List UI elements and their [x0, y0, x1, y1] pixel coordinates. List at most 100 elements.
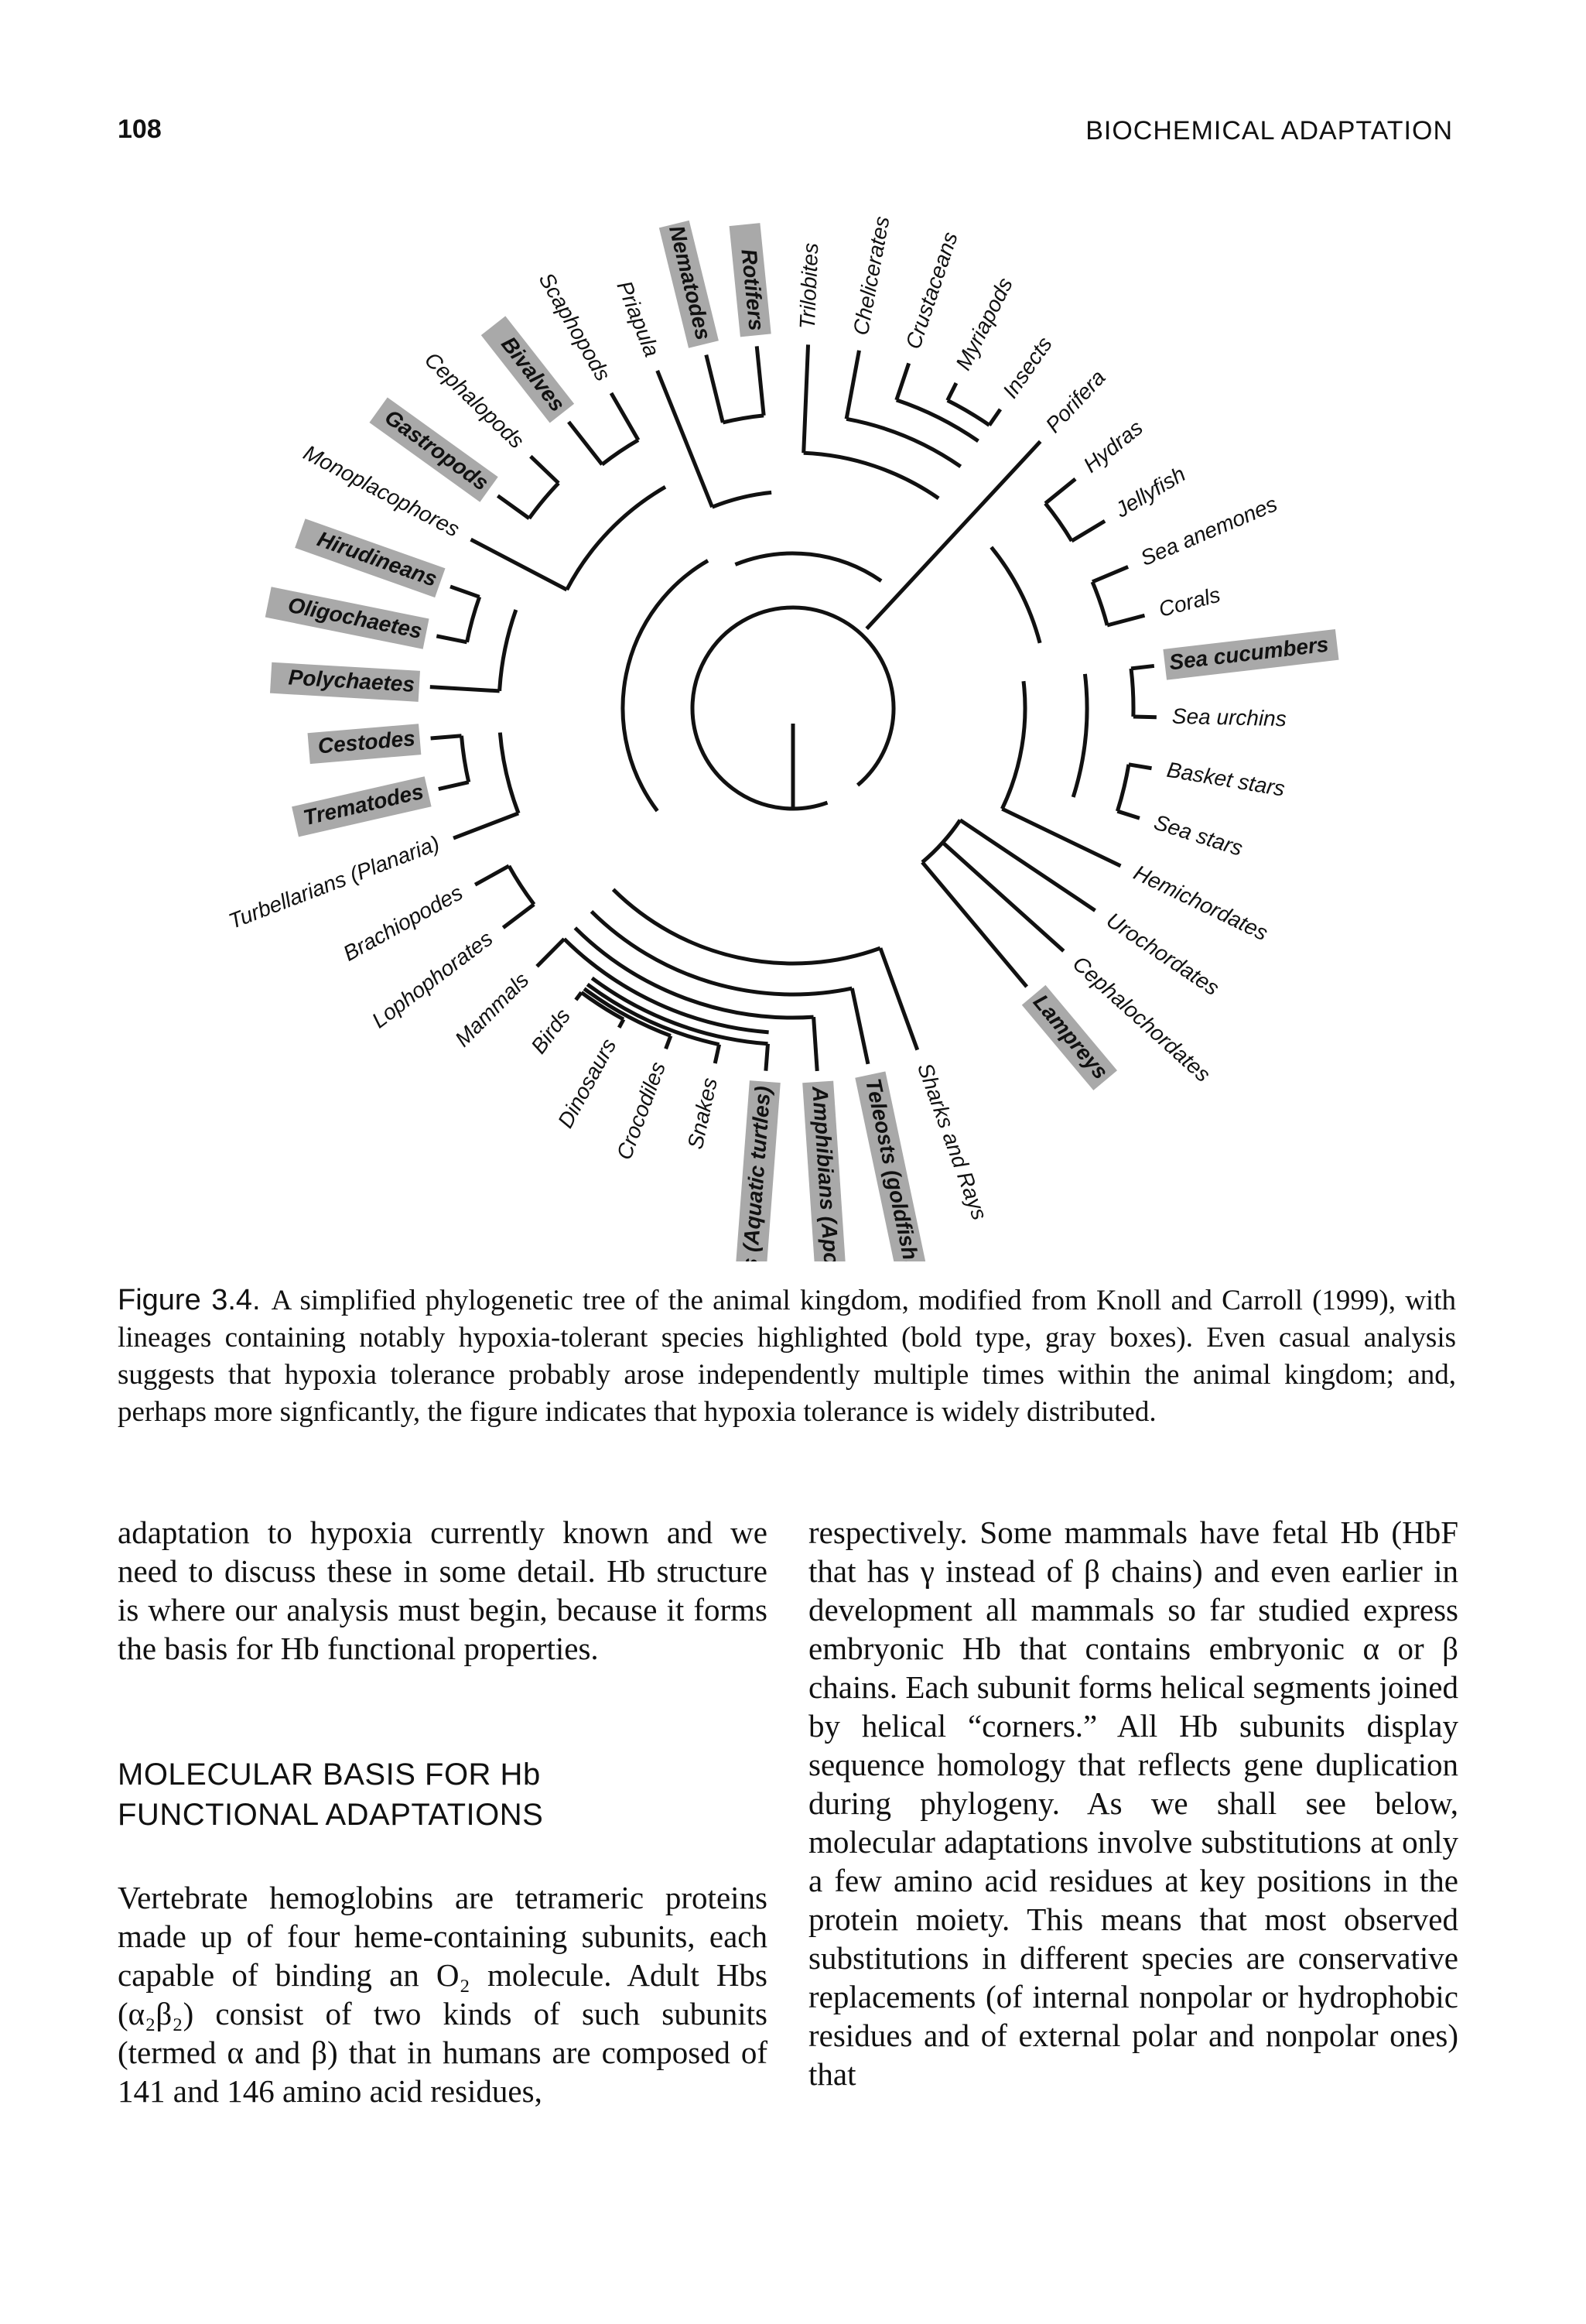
clade-arc: [586, 982, 720, 1047]
tip-branch: [617, 1018, 626, 1029]
tip-branch: [453, 811, 520, 840]
taxon-label-group: Priapula: [612, 277, 664, 360]
tip-branch: [941, 840, 1065, 953]
clade-arc: [803, 450, 940, 500]
clade-arc: [565, 485, 667, 591]
clade-arc: [497, 732, 521, 814]
taxon-label-group: Myriapods: [951, 274, 1017, 374]
taxon-label: Crustaceans: [901, 229, 962, 352]
tip-branch: [704, 354, 725, 423]
section-heading-line-1: MOLECULAR BASIS FOR Hb: [118, 1758, 541, 1792]
taxon-label-highlighted: Nematodes: [665, 223, 716, 342]
figure-caption: Figure 3.4.A simplified phylogenetic tre…: [118, 1282, 1456, 1431]
highlight-box: [725, 1080, 781, 1261]
tip-branch: [430, 734, 462, 741]
highlight-box: [855, 1071, 952, 1261]
clade-arc: [590, 909, 853, 997]
taxon-label-group: Insects: [998, 333, 1057, 403]
tip-branch: [878, 947, 920, 1051]
tip-branch: [1001, 806, 1122, 868]
taxon-label-group: Amphibians (Apoda): [802, 1080, 849, 1261]
taxon-label-group: Hirudineans: [295, 519, 446, 598]
clade-arc: [497, 609, 518, 692]
tip-branch: [535, 937, 566, 968]
taxon-label-group: Sharks and Rays: [913, 1059, 992, 1223]
highlight-box: [265, 587, 429, 649]
clade-arc: [1044, 501, 1074, 542]
clade-arc: [583, 987, 672, 1038]
clade-arc: [562, 937, 769, 1035]
taxon-label-group: Nematodes: [658, 220, 719, 348]
clade-arc: [580, 991, 625, 1022]
taxon-label: Priapula: [612, 277, 664, 360]
clade-arc: [573, 926, 814, 1020]
section-heading-line-2: FUNCTIONAL ADAPTATIONS: [118, 1798, 544, 1832]
taxon-label-group: Sea stars: [1151, 810, 1246, 861]
taxon-label: Sea urchins: [1172, 704, 1287, 731]
taxon-label: Sea stars: [1151, 810, 1246, 861]
tip-branch: [802, 344, 811, 454]
tip-branch: [429, 685, 500, 693]
highlight-box: [269, 662, 420, 702]
taxon-label-group: Turtles (Aquatic turtles): [725, 1080, 781, 1261]
taxon-label-group: Basket stars: [1165, 758, 1287, 801]
clade-arc: [459, 735, 471, 783]
taxon-label-group: Birds: [526, 1005, 575, 1059]
taxon-label: Sea anemones: [1137, 491, 1281, 570]
taxon-label: Birds: [526, 1005, 575, 1059]
tip-branch: [754, 346, 766, 416]
taxon-label-highlighted: Teleosts (goldfish, carp): [861, 1076, 936, 1261]
taxon-label-group: Polychaetes: [269, 662, 420, 702]
tip-branch: [1130, 663, 1155, 671]
taxon-label-highlighted: Lampreys: [1029, 990, 1113, 1083]
taxon-label-group: Sea cucumbers: [1163, 628, 1339, 680]
tip-branch: [894, 362, 911, 401]
highlight-box: [369, 397, 498, 502]
taxon-label-group: Jellyfish: [1110, 462, 1189, 522]
left-paragraph-2: Vertebrate hemoglobins are tetrameric pr…: [118, 1880, 767, 2109]
highlight-box: [729, 223, 771, 337]
taxon-label-group: Hydras: [1078, 416, 1147, 477]
taxon-label-group: Crocodiles: [612, 1059, 670, 1163]
taxon-label: Crocodiles: [612, 1059, 670, 1163]
clade-arc: [1071, 673, 1089, 798]
clade-arc: [690, 605, 896, 811]
clade-arc: [611, 888, 881, 966]
tip-branch: [1070, 519, 1106, 543]
taxon-label-group: Trilobites: [795, 242, 823, 330]
page-number: 108: [118, 115, 162, 144]
tip-branch: [1092, 565, 1130, 584]
left-column: adaptation to hypoxia currently known an…: [118, 1513, 767, 2110]
clade-arc: [600, 438, 640, 467]
clade-arc: [527, 481, 560, 520]
tip-branch: [470, 537, 568, 592]
tip-branch: [921, 861, 1029, 988]
taxon-label: Chelicerates: [849, 214, 894, 337]
tip-branch: [1116, 809, 1140, 820]
tip-branch: [812, 1016, 819, 1072]
taxon-label: Sharks and Rays: [913, 1059, 992, 1223]
taxon-label-group: Dinosaurs: [553, 1035, 621, 1132]
tip-branch: [1106, 613, 1146, 628]
clade-arc: [465, 596, 482, 643]
taxon-label-group: Oligochaetes: [265, 587, 429, 649]
clade-arc: [946, 399, 991, 427]
tip-branch: [473, 864, 511, 887]
clade-arc: [895, 398, 979, 443]
left-paragraph-1: adaptation to hypoxia currently known an…: [118, 1515, 767, 1666]
clade-arc: [1129, 668, 1136, 717]
right-paragraph: respectively. Some mammals have fetal Hb…: [808, 1515, 1458, 2092]
highlight-box: [802, 1080, 849, 1261]
tip-branch: [1128, 762, 1152, 771]
tip-branch: [849, 987, 870, 1065]
taxon-label-highlighted: Oligochaetes: [286, 593, 424, 643]
taxon-label-group: Cestodes: [307, 724, 422, 765]
taxon-label: Mammals: [450, 968, 533, 1052]
taxon-label-group: Snakes: [683, 1076, 722, 1152]
highlight-box: [292, 776, 432, 837]
tip-branch: [945, 382, 959, 402]
tip-branch: [987, 408, 1003, 426]
clade-arc: [711, 490, 772, 509]
